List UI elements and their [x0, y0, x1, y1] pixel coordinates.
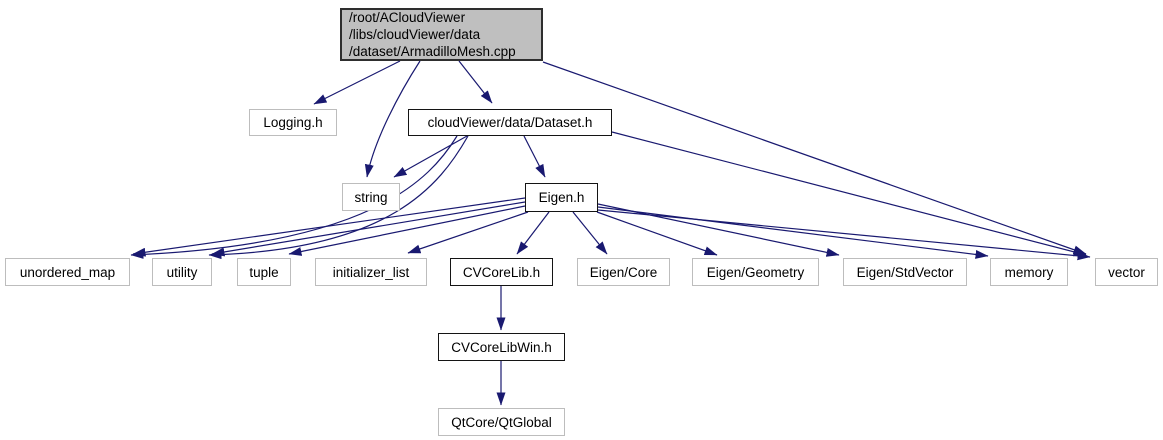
edge-dataset-to-unordered_map — [130, 135, 458, 259]
node-label: cloudViewer/data/Dataset.h — [427, 115, 593, 130]
edge-eigen-to-unordered_map — [132, 197, 526, 257]
node-label: Eigen/Core — [589, 264, 658, 280]
node-main: /root/ACloudViewer/libs/cloudViewer/data… — [340, 8, 543, 61]
node-utility: utility — [152, 258, 212, 286]
node-label: QtCore/QtGlobal — [451, 414, 552, 430]
node-eigen_core: Eigen/Core — [577, 258, 670, 286]
edge-dataset-to-eigen — [523, 135, 546, 178]
edge-eigen-to-memory — [597, 206, 989, 259]
node-label: memory — [1004, 264, 1054, 280]
node-label: Eigen.h — [538, 190, 585, 205]
node-label: string — [354, 189, 388, 205]
edge-eigen-to-eigen_geometry — [596, 211, 718, 256]
root-node-label-line: /root/ACloudViewer — [349, 10, 466, 25]
edge-main-to-logging — [313, 60, 401, 105]
node-cvcorelib[interactable]: CVCoreLib.h — [450, 258, 553, 286]
node-label: Eigen/StdVector — [856, 264, 954, 280]
node-label: CVCoreLib.h — [462, 264, 541, 280]
node-initializer_list: initializer_list — [315, 258, 427, 286]
edge-dataset-to-utility — [208, 135, 469, 260]
node-label: utility — [166, 264, 198, 280]
node-memory: memory — [990, 258, 1068, 286]
edge-eigen-to-cvcorelib — [516, 211, 550, 255]
edge-eigen-to-tuple — [288, 205, 526, 256]
node-eigen_geometry: Eigen/Geometry — [692, 258, 819, 286]
node-label: unordered_map — [19, 264, 116, 280]
node-label: Eigen/Geometry — [706, 264, 805, 280]
node-tuple: tuple — [237, 258, 291, 286]
node-label: Logging.h — [263, 115, 323, 130]
node-string: string — [342, 183, 400, 211]
node-qtglobal: QtCore/QtGlobal — [438, 408, 565, 436]
edge-eigen-to-eigen_core — [572, 211, 608, 255]
root-node-label-line: /libs/cloudViewer/data — [349, 27, 481, 42]
edge-dataset-to-vector — [611, 131, 1087, 257]
edge-eigen-to-utility — [211, 201, 526, 257]
node-label: CVCoreLibWin.h — [451, 339, 552, 355]
edge-eigen-to-initializer_list — [407, 211, 529, 254]
edge-main-to-dataset — [458, 60, 493, 104]
node-label: tuple — [249, 264, 279, 280]
node-logging: Logging.h — [249, 109, 337, 136]
node-vector: vector — [1095, 258, 1158, 286]
node-label: vector — [1108, 264, 1145, 280]
edge-main-to-string — [364, 60, 421, 178]
node-unordered_map: unordered_map — [5, 258, 130, 286]
root-node-label-line: /dataset/ArmadilloMesh.cpp — [349, 44, 516, 59]
node-eigen[interactable]: Eigen.h — [525, 183, 598, 212]
edge-eigen-to-vector — [597, 209, 1091, 261]
edge-dataset-to-string — [393, 135, 468, 178]
node-eigen_stdvector: Eigen/StdVector — [843, 258, 967, 286]
node-label: initializer_list — [332, 264, 410, 280]
edge-main-to-vector — [542, 61, 1087, 255]
node-cvcorelibwin[interactable]: CVCoreLibWin.h — [438, 333, 565, 361]
node-dataset[interactable]: cloudViewer/data/Dataset.h — [408, 109, 612, 136]
